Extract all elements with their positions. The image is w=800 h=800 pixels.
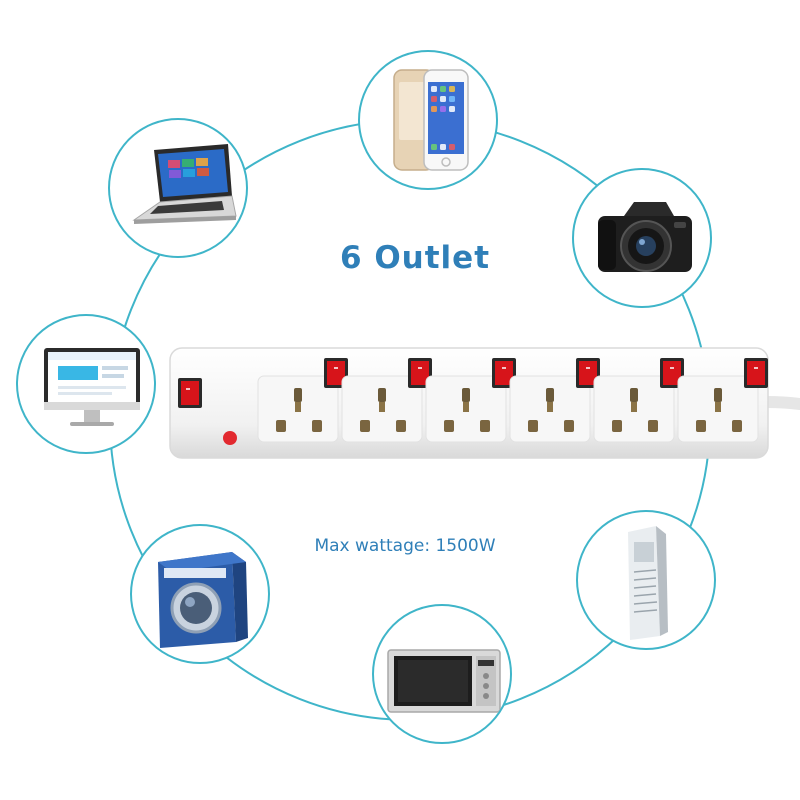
dslr-camera-icon — [598, 202, 692, 272]
desktop-monitor-icon — [44, 348, 140, 426]
air-conditioner-bubble — [576, 510, 716, 650]
laptop-icon — [132, 144, 237, 224]
smartphone-icon — [393, 69, 469, 171]
outlet-1[interactable] — [257, 375, 339, 443]
laptop-bubble — [108, 118, 248, 258]
smartphone-bubble — [358, 50, 498, 190]
outlet-count-title: 6 Outlet — [339, 240, 491, 276]
power-strip — [169, 347, 800, 459]
monitor-bubble — [16, 314, 156, 454]
outlet-6[interactable] — [677, 375, 759, 443]
washing-machine-icon — [158, 552, 248, 648]
outlet-2[interactable] — [341, 375, 423, 443]
outlet-3[interactable] — [425, 375, 507, 443]
outlet-switch-6[interactable] — [744, 358, 768, 388]
outlet-4[interactable] — [509, 375, 591, 443]
washing-machine-bubble — [130, 524, 270, 664]
microwave-bubble — [372, 604, 512, 744]
air-conditioner-icon — [628, 526, 668, 640]
max-wattage-label: Max wattage: 1500W — [314, 536, 496, 556]
microwave-oven-icon — [387, 649, 501, 713]
camera-bubble — [572, 168, 712, 308]
master-power-switch[interactable] — [178, 378, 202, 408]
outlet-5[interactable] — [593, 375, 675, 443]
indicator-light — [223, 431, 237, 445]
power-cable — [760, 396, 800, 410]
